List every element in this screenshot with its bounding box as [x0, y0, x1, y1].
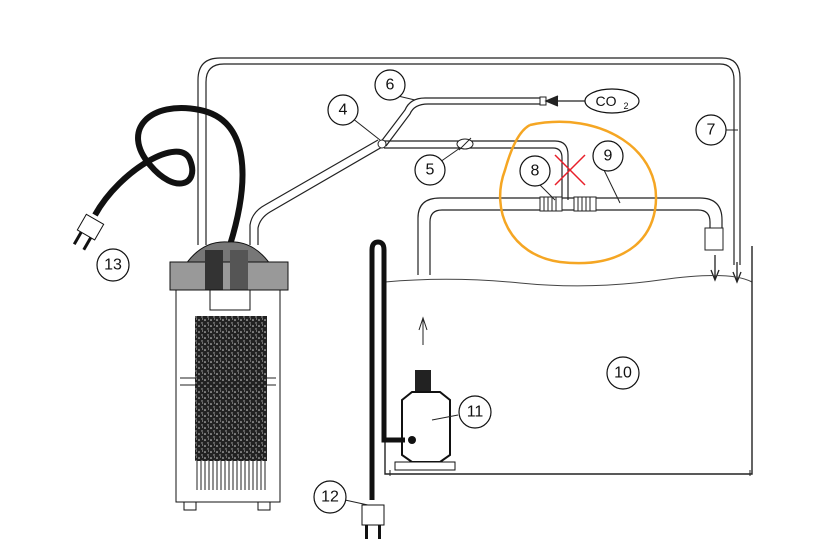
- svg-text:8: 8: [531, 163, 540, 180]
- svg-text:9: 9: [604, 148, 613, 165]
- svg-text:11: 11: [467, 404, 484, 421]
- svg-text:4: 4: [339, 102, 348, 119]
- label-8: 8: [519, 155, 551, 187]
- label-5: 5: [414, 154, 446, 186]
- arrow-left-icon: [544, 95, 590, 107]
- arrow-down-icon: [710, 255, 720, 282]
- label-11: 11: [458, 395, 492, 429]
- coupling-9: [573, 196, 597, 212]
- label-7: 7: [695, 114, 727, 146]
- label-4: 4: [327, 94, 359, 126]
- label-9: 9: [592, 140, 624, 172]
- plug-12: [361, 504, 385, 539]
- return-pipe: [417, 196, 724, 282]
- svg-text:12: 12: [321, 489, 339, 506]
- co2-tubing: [249, 95, 590, 245]
- highlight-circle: [498, 120, 658, 265]
- outflow-tube: [197, 57, 742, 284]
- co2-bubble: CO 2: [584, 88, 640, 114]
- plug-13: [72, 213, 105, 251]
- label-13: 13: [96, 248, 130, 282]
- svg-text:5: 5: [426, 162, 435, 179]
- cross-mark-icon: [554, 154, 586, 186]
- junction-4: [377, 139, 387, 149]
- label-10: 10: [606, 356, 640, 390]
- pump-11: [394, 316, 456, 471]
- coupling-8: [539, 196, 563, 212]
- svg-text:13: 13: [104, 257, 122, 274]
- filter-power-cord: [72, 105, 246, 251]
- label-12: 12: [313, 480, 347, 514]
- canister-filter: [169, 241, 289, 511]
- svg-text:7: 7: [707, 122, 716, 139]
- pump-power-cord: [361, 239, 405, 539]
- svg-text:6: 6: [386, 77, 395, 94]
- label-6: 6: [374, 69, 406, 101]
- svg-text:CO: CO: [596, 93, 617, 109]
- check-valve-5: [456, 137, 474, 151]
- svg-text:10: 10: [614, 365, 632, 382]
- svg-text:2: 2: [623, 101, 628, 111]
- arrow-up-icon: [418, 316, 428, 345]
